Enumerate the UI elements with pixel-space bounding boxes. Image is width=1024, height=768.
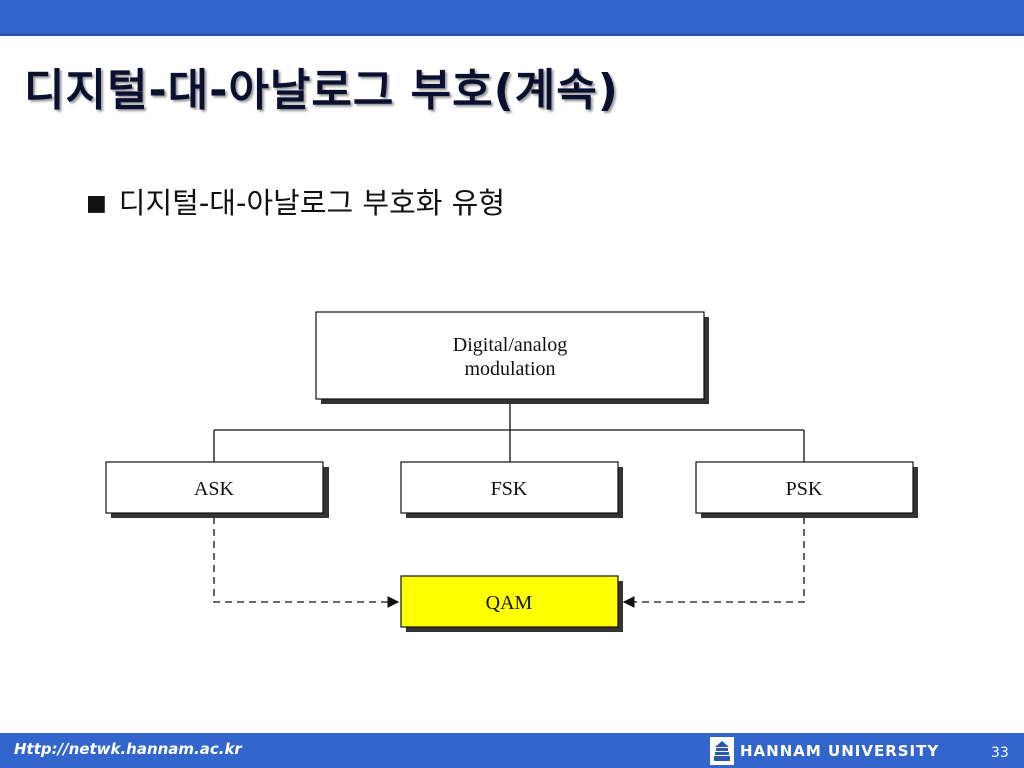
university-name: HANNAM UNIVERSITY [740, 742, 940, 760]
fsk-box: FSK [400, 461, 623, 518]
psk-label: PSK [786, 478, 823, 500]
qam-box: QAM [400, 575, 623, 632]
header-bar-divider [0, 33, 1024, 36]
modulation-diagram: Digital/analog modulation ASK FSK PSK QA… [105, 311, 918, 632]
footer-bar [0, 733, 1024, 768]
bullet-text: 디지털-대-아날로그 부호화 유형 [118, 186, 506, 220]
slide-title: 디지털-대-아날로그 부호(계속) [24, 65, 619, 116]
university-logo: HANNAM UNIVERSITY [710, 736, 939, 766]
qam-label: QAM [486, 592, 533, 614]
page-number: 33 [991, 745, 1009, 761]
ask-box: ASK [105, 461, 329, 518]
bullet-item: ■ 디지털-대-아날로그 부호화 유형 [86, 180, 505, 222]
hannam-emblem-icon [710, 737, 734, 765]
header-bar [0, 0, 1024, 33]
psk-box: PSK [695, 461, 918, 518]
fsk-label: FSK [491, 478, 528, 500]
psk-to-qam-arrow [622, 517, 805, 608]
root-label-line2: modulation [464, 358, 555, 380]
footer-url: Http://netwk.hannam.ac.kr [14, 740, 242, 758]
ask-to-qam-arrow [213, 517, 400, 608]
root-box: Digital/analog modulation [315, 311, 709, 404]
root-label-line1: Digital/analog [453, 334, 567, 356]
bullet-square-icon: ■ [86, 191, 107, 216]
ask-label: ASK [194, 478, 235, 500]
tree-connectors [213, 400, 805, 462]
dashed-arrows [213, 517, 805, 608]
